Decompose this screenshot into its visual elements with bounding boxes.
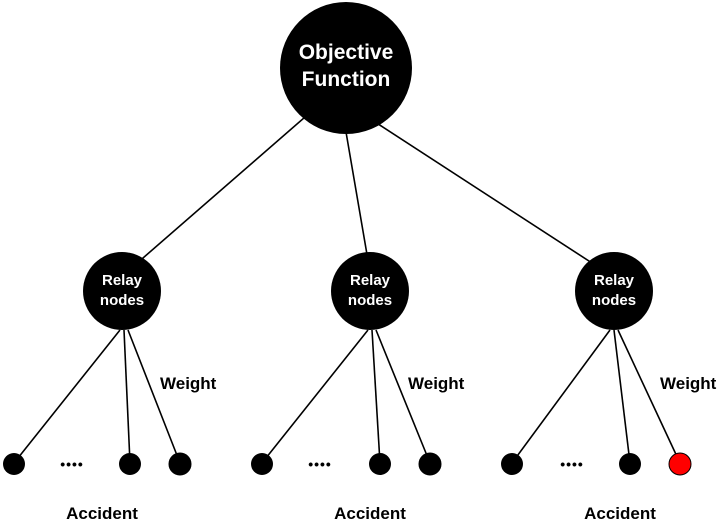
edge-relay3-leaf-1 [511,329,611,464]
ellipsis-dots: •••• [560,456,584,472]
accident-node [619,453,641,475]
accident-node [501,453,523,475]
edge-relay1-leaf-1 [13,329,121,464]
objective-function-node: Objective Function [280,2,412,134]
relay-node-label-line1: Relay [102,272,143,289]
accident-node [119,453,141,475]
objective-function-circle [280,2,412,134]
edge-relay2-leaf-1 [261,329,369,464]
edge-relay1-leaf-2 [123,329,131,464]
relay-node-label-line2: nodes [592,292,636,309]
accident-node [369,453,391,475]
edge-relay3-leaf-2 [613,329,631,464]
weight-label-1: Weight [160,374,217,393]
relay-node-label-line2: nodes [348,292,392,309]
edge-root-relay-1 [119,103,321,279]
weighted-accident-node [168,452,192,476]
weighted-accident-node [668,452,692,476]
relay-node-label-line1: Relay [350,272,391,289]
relay-node-circle [575,252,653,330]
edge-root-relay-3 [371,119,613,277]
objective-function-label-line1: Objective [299,41,394,64]
ellipsis-dots: •••• [308,456,332,472]
weight-label-2: Weight [408,374,465,393]
relay-node-label-line1: Relay [594,272,635,289]
relay-node-3: Relay nodes [575,252,653,330]
accident-label-3: Accident [584,504,656,521]
accident-label-2: Accident [334,504,406,521]
edge-relay1-leaf-3 [127,329,181,464]
ellipsis-dots: •••• [60,456,84,472]
objective-function-label-line2: Function [302,68,391,91]
relay-node-label-line2: nodes [100,292,144,309]
accident-node [251,453,273,475]
relay-node-2: Relay nodes [331,252,409,330]
edge-relay2-leaf-2 [371,329,381,464]
relay-node-circle [331,252,409,330]
relay-node-1: Relay nodes [83,252,161,330]
relay-node-circle [83,252,161,330]
accident-label-1: Accident [66,504,138,521]
edge-root-relay-2 [345,131,371,273]
edge-relay3-leaf-3 [617,329,681,464]
accident-node [3,453,25,475]
weighted-accident-node [418,452,442,476]
edge-relay2-leaf-3 [375,329,431,464]
weight-label-3: Weight [660,374,717,393]
